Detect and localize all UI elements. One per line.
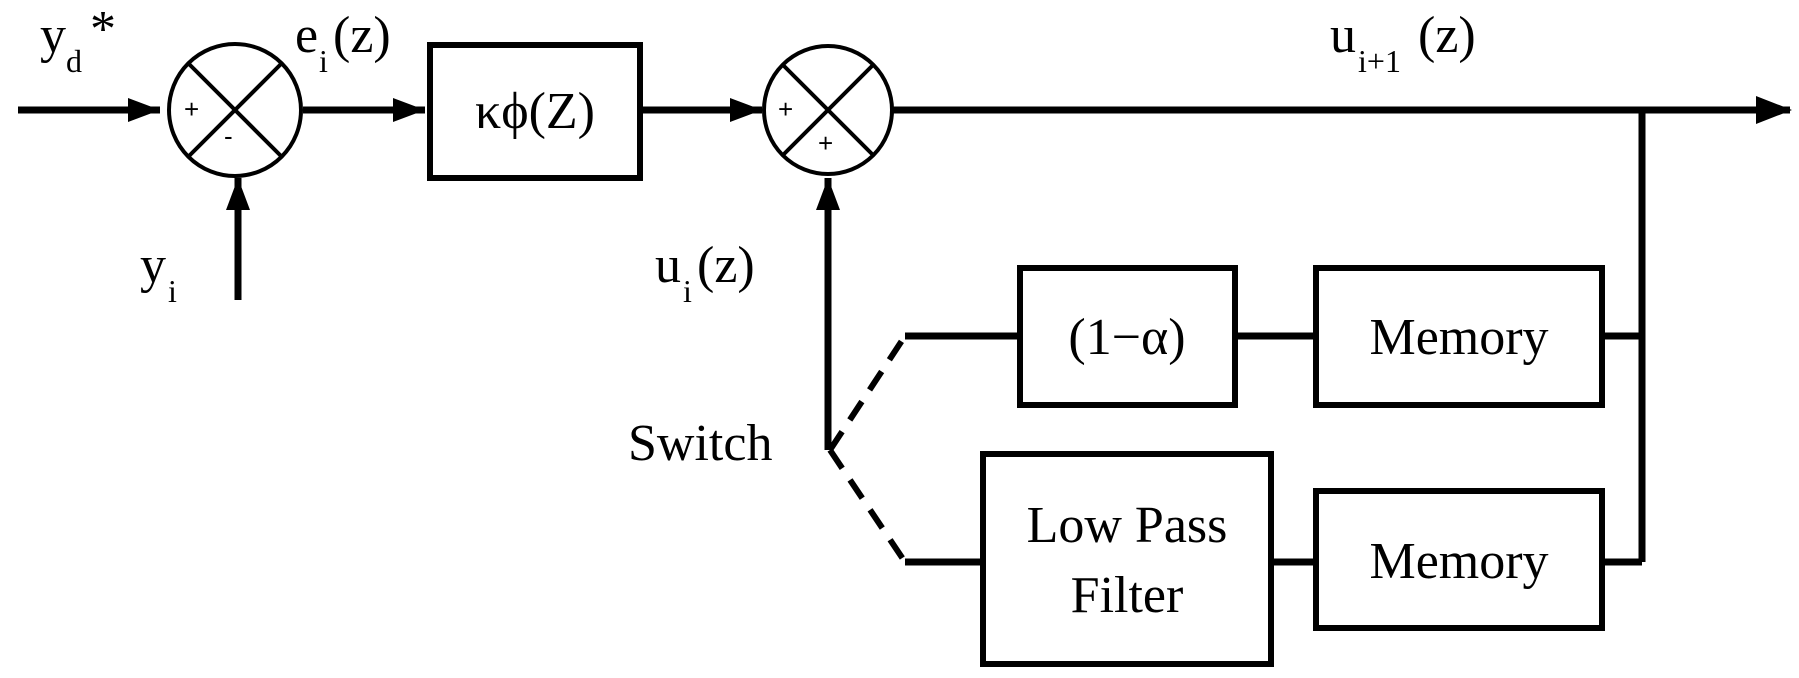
sum2-sign-plus-bottom: +: [818, 128, 833, 158]
low-pass-filter-block: Low Pass Filter: [980, 451, 1274, 667]
svg-text:y: y: [140, 237, 166, 294]
memory-bottom-label: Memory: [1369, 533, 1548, 590]
ei-label: e i (z): [295, 7, 391, 79]
yd-input-wire: [18, 98, 160, 122]
error-wire: [303, 98, 425, 122]
memory-top-block: Memory: [1313, 265, 1605, 408]
memory-bottom-block: Memory: [1313, 488, 1605, 631]
switch-label: Switch: [628, 415, 772, 472]
svg-text:*: *: [90, 1, 116, 58]
sum1-sign-minus: -: [224, 121, 233, 151]
switch: [827, 334, 908, 564]
one-minus-alpha-block: (1−α): [1017, 265, 1238, 408]
svg-text:i+1: i+1: [1358, 43, 1401, 79]
yi-label: y i: [140, 237, 177, 309]
svg-text:i: i: [168, 273, 177, 309]
ui-feedback-wire: [816, 178, 840, 450]
summing-junction-update: + +: [762, 44, 894, 176]
lpf-label-line1: Low Pass: [1027, 497, 1228, 554]
svg-text:d: d: [66, 43, 82, 79]
svg-text:(z): (z): [697, 237, 755, 294]
memory-top-label: Memory: [1369, 309, 1548, 366]
output-wire: [892, 96, 1792, 124]
gain-block-label: κϕ(Z): [475, 83, 595, 140]
sum1-sign-plus: +: [184, 94, 199, 124]
svg-text:y: y: [40, 7, 66, 64]
gain-block: κϕ(Z): [427, 42, 643, 181]
ui-label: u i (z): [655, 237, 755, 309]
one-minus-alpha-label: (1−α): [1068, 309, 1185, 366]
svg-text:u: u: [1330, 7, 1356, 64]
svg-text:i: i: [683, 273, 692, 309]
summing-junction-error: + -: [167, 42, 303, 178]
svg-text:i: i: [319, 43, 328, 79]
sum2-sign-plus-left: +: [778, 94, 793, 124]
svg-text:u: u: [655, 237, 681, 294]
svg-text:(z): (z): [333, 7, 391, 64]
lpf-label-line2: Filter: [1071, 567, 1184, 624]
yd-label: y d *: [40, 1, 116, 79]
svg-text:(z): (z): [1418, 7, 1476, 64]
svg-text:e: e: [295, 7, 318, 64]
ui1-label: u i+1 (z): [1330, 7, 1476, 79]
yi-input-wire: [226, 178, 250, 300]
gain-output-wire: [640, 98, 762, 122]
